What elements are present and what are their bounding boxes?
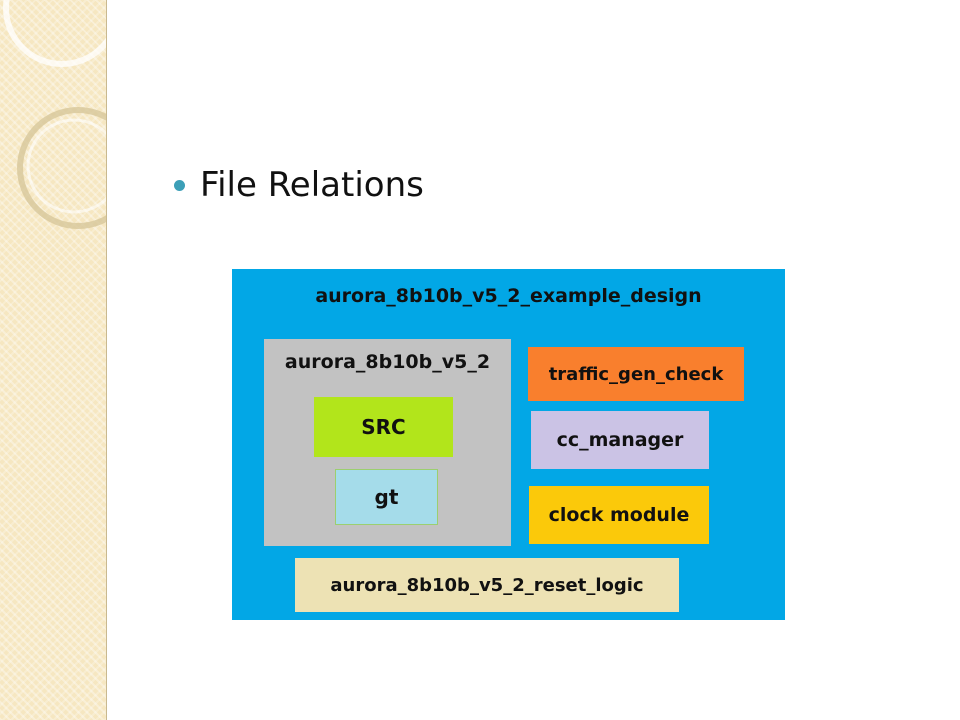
core-module-box: aurora_8b10b_v5_2 SRC gt (264, 339, 511, 546)
cc-manager-box: cc_manager (531, 411, 709, 469)
clock-module-box: clock module (529, 486, 709, 544)
src-box: SRC (314, 397, 453, 457)
clock-module-label: clock module (548, 504, 690, 526)
reset-logic-label: aurora_8b10b_v5_2_reset_logic (330, 574, 644, 596)
decorative-sidebar (0, 0, 107, 720)
cc-manager-label: cc_manager (556, 429, 684, 451)
decorative-circles (3, 0, 106, 229)
bullet-icon (174, 179, 185, 191)
reset-logic-box: aurora_8b10b_v5_2_reset_logic (295, 558, 679, 612)
gt-box: gt (335, 469, 438, 525)
traffic-gen-check-box: traffic_gen_check (528, 347, 744, 401)
slide-title: File Relations (200, 165, 424, 205)
core-module-label: aurora_8b10b_v5_2 (284, 351, 491, 373)
gt-label: gt (374, 485, 399, 509)
title-row: File Relations (174, 160, 424, 210)
traffic-gen-check-label: traffic_gen_check (548, 363, 724, 385)
src-label: SRC (361, 415, 406, 439)
example-design-label: aurora_8b10b_v5_2_example_design (315, 285, 702, 307)
example-design-box: aurora_8b10b_v5_2_example_design aurora_… (232, 269, 785, 620)
